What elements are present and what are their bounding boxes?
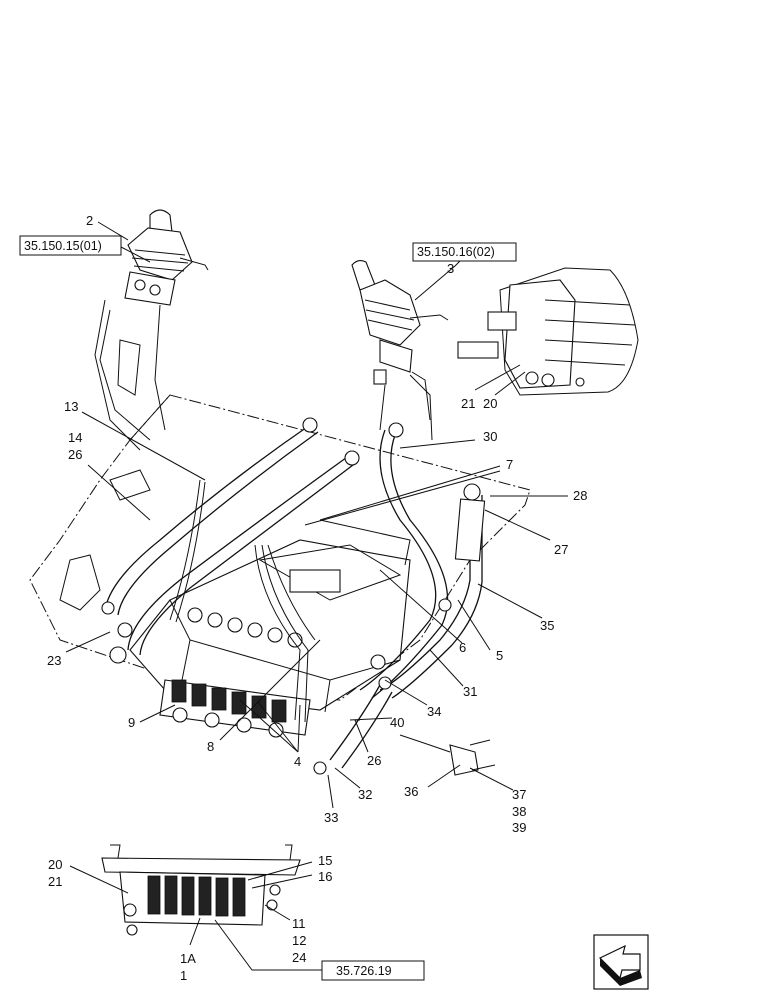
callout-7: 7 [506,457,513,472]
callout-5: 5 [496,648,503,663]
callout-4: 4 [294,754,301,769]
left-joystick-assembly [94,209,209,451]
callout-1A: 1A [180,951,196,966]
right-joystick-assembly [351,259,449,441]
reference-box-left: 35.150.15(01) [19,235,122,256]
callout-9: 9 [128,715,135,730]
reference-label-right: 35.150.16(02) [417,245,495,259]
callout-21-lower: 21 [48,874,62,889]
callout-30: 30 [483,429,497,444]
callout-6: 6 [459,640,466,655]
callout-23: 23 [47,653,61,668]
callout-24: 24 [292,950,306,965]
callout-38: 38 [512,804,526,819]
callout-12: 12 [292,933,306,948]
callout-32: 32 [358,787,372,802]
callout-33: 33 [324,810,338,825]
callout-39: 39 [512,820,526,835]
callout-11: 11 [292,916,306,931]
callout-26-bottom: 26 [367,753,381,768]
callout-40: 40 [390,715,404,730]
callout-14: 14 [68,430,82,445]
callout-13: 13 [64,399,78,414]
next-page-arrow-icon[interactable] [593,934,649,990]
callout-37: 37 [512,787,526,802]
callout-35: 35 [540,618,554,633]
reference-label-bottom: 35.726.19 [336,964,392,978]
callout-31: 31 [463,684,477,699]
reference-box-right: 35.150.16(02) [412,242,517,262]
callout-3: 3 [447,261,454,276]
callout-2: 2 [86,213,93,228]
callout-20-inset: 20 [483,396,497,411]
callout-8: 8 [207,739,214,754]
reference-label-left: 35.150.15(01) [24,239,102,253]
callout-1: 1 [180,968,187,983]
callout-26-left: 26 [68,447,82,462]
wire-harness [169,479,496,776]
callout-27: 27 [554,542,568,557]
hydraulic-hoses [101,417,486,775]
callout-20-lower: 20 [48,857,62,872]
valve-assembly-detail [101,844,301,936]
callout-34: 34 [427,704,441,719]
callout-16: 16 [318,869,332,884]
fitting-detail-inset [457,267,639,396]
callout-28: 28 [573,488,587,503]
leader-lines [65,221,568,971]
valve-section-stack [159,679,311,738]
callout-36: 36 [404,784,418,799]
callout-labels: 2 3 13 14 26 21 20 30 7 28 27 35 6 5 23 … [47,213,587,983]
callout-21-inset: 21 [461,396,475,411]
reference-box-bottom: 35.726.19 [321,960,425,981]
callout-15: 15 [318,853,332,868]
